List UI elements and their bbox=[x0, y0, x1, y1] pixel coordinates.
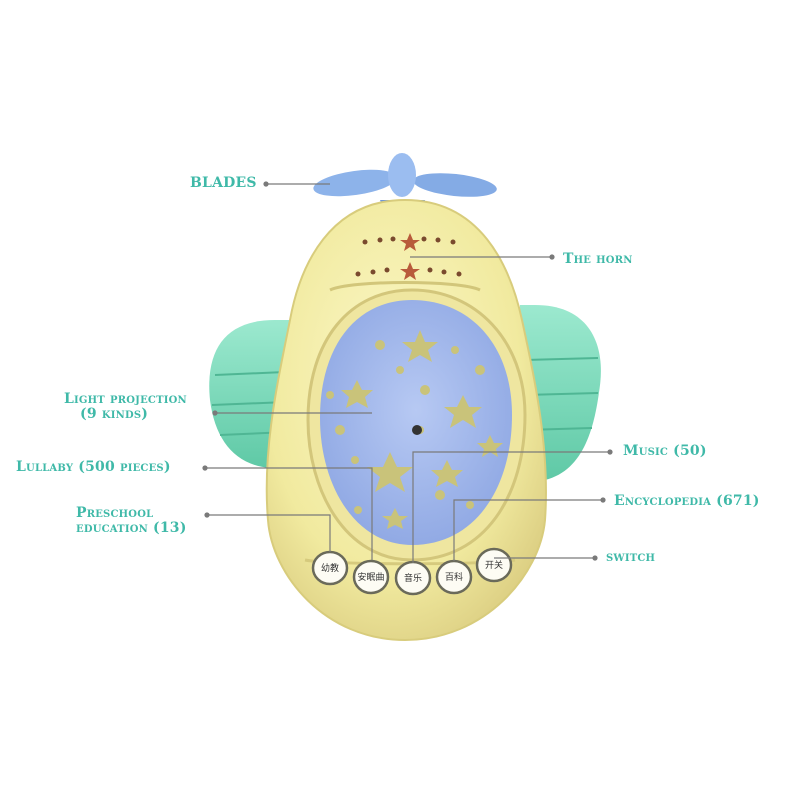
button-encyclopedia: 百科 bbox=[445, 571, 463, 583]
button-music: 音乐 bbox=[404, 572, 422, 584]
leader-lines bbox=[202, 181, 613, 563]
horn-grille bbox=[355, 236, 462, 277]
label-blades: BLADES bbox=[190, 175, 257, 191]
button-panel: 幼教 安眠曲 音乐 百科 开关 bbox=[304, 547, 516, 596]
button-lullaby: 安眠曲 bbox=[357, 571, 384, 583]
label-light-projection-line1: Light projection bbox=[64, 391, 187, 407]
blades-part bbox=[313, 153, 497, 212]
label-music: Music (50) bbox=[623, 443, 707, 459]
button-switch: 开关 bbox=[485, 559, 503, 571]
label-light-projection-line2: (9 kinds) bbox=[80, 406, 149, 422]
label-preschool: Preschool education (13) bbox=[76, 506, 187, 536]
label-horn: The horn bbox=[563, 251, 633, 267]
label-lullaby: Lullaby (500 pieces) bbox=[16, 459, 171, 475]
label-preschool-line2: education (13) bbox=[76, 520, 187, 536]
label-preschool-line1: Preschool bbox=[76, 505, 154, 521]
button-preschool: 幼教 bbox=[321, 562, 339, 574]
label-light-projection: Light projection (9 kinds) bbox=[64, 392, 187, 422]
label-encyclopedia: Encyclopedia (671) bbox=[614, 493, 760, 509]
projection-dome bbox=[320, 300, 512, 545]
label-switch: switch bbox=[606, 549, 656, 565]
